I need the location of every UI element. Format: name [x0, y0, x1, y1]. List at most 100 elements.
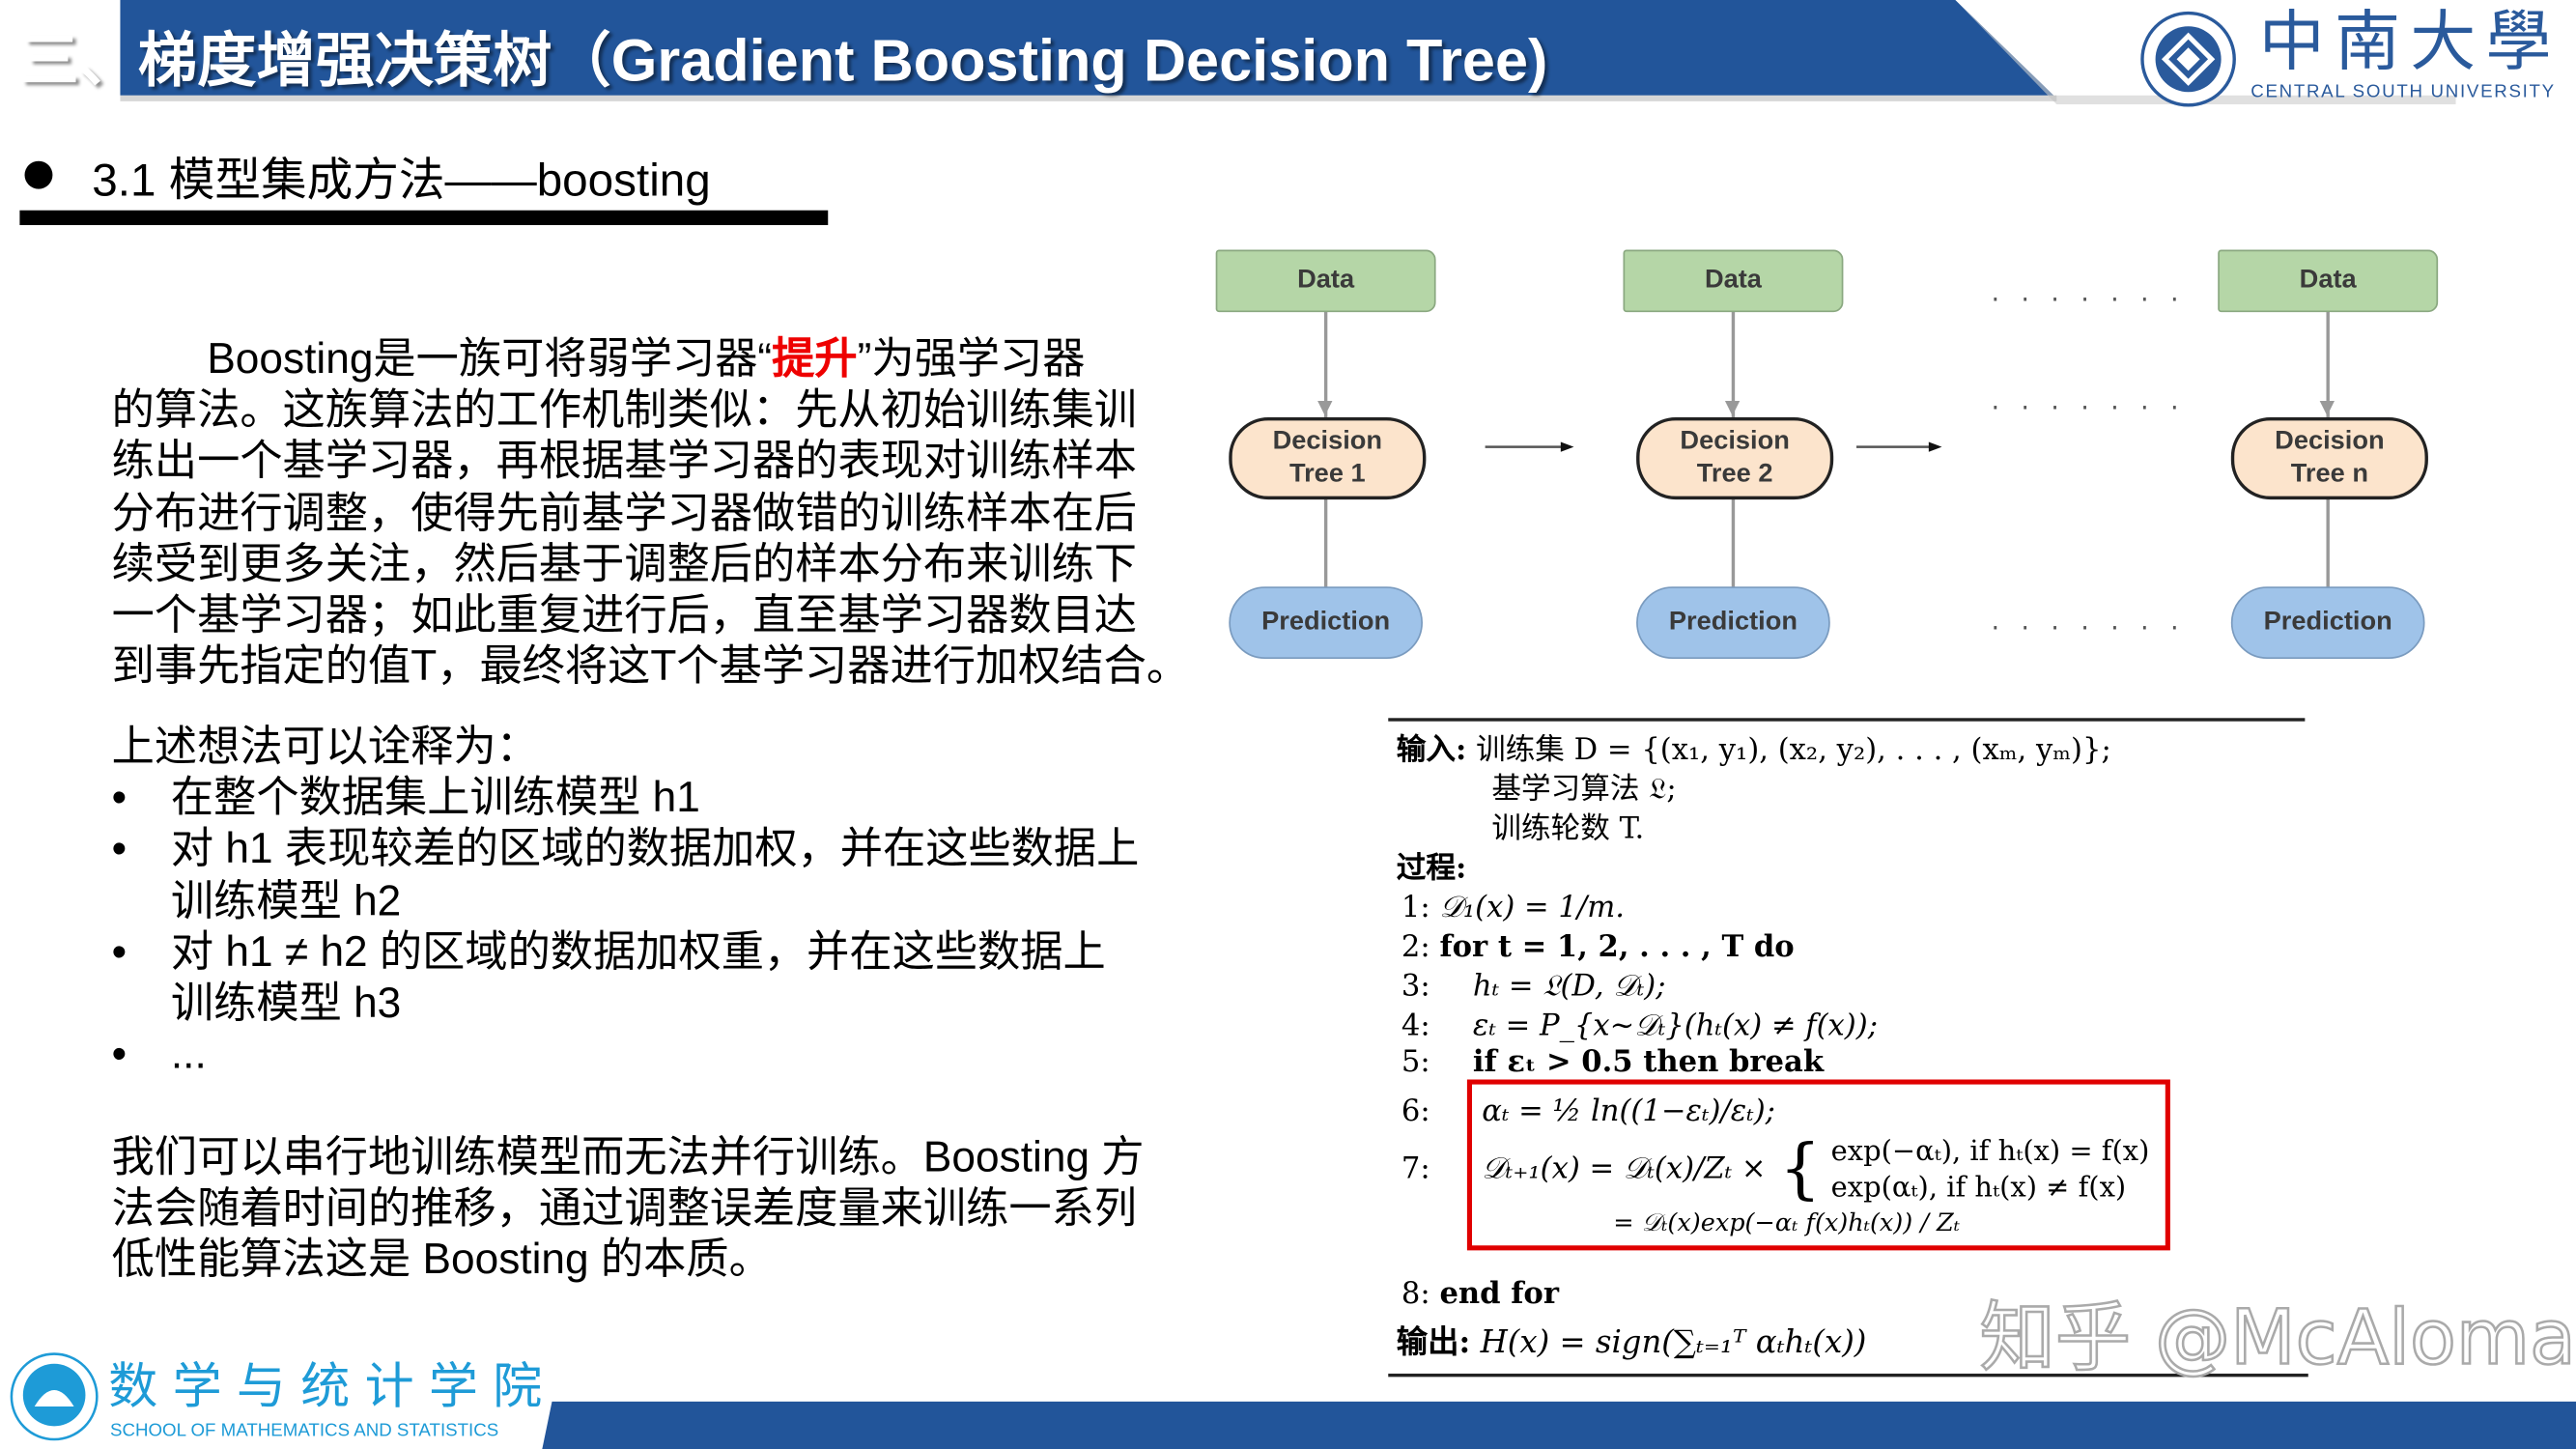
output-formula: H(x) = sign(∑ₜ₌₁ᵀ αₜhₜ(x)): [1480, 1323, 1867, 1361]
conclusion-paragraph: 我们可以串行地训练模型而无法并行训练。Boosting 方 法会随着时间的推移，…: [112, 1132, 1145, 1286]
intro-paragraph: Boosting是一族可将弱学习器“提升”为强学习器 的算法。这族算法的工作机制…: [112, 333, 1189, 693]
intro-line: 续受到更多关注，然后基于调整后的样本分布来训练下: [111, 538, 1138, 588]
step-text: εₜ = P_{x∼𝒟ₜ}(hₜ(x) ≠ f(x));: [1472, 1009, 1879, 1044]
list-item: •...: [112, 1029, 1140, 1080]
input-line: 训练集 D = {(x₁, y₁), (x₂, y₂), . . . , (xₘ…: [1476, 732, 2111, 768]
intro-line: Boosting是一族可将弱学习器“提升”为强学习器: [112, 333, 1189, 384]
step: 3: hₜ = 𝔏(D, 𝒟ₜ);: [1401, 970, 1666, 1006]
node-label: Tree 1: [1288, 460, 1366, 489]
conclusion-line: 我们可以串行地训练模型而无法并行训练。Boosting 方: [111, 1131, 1145, 1181]
process-label: 过程:: [1396, 851, 1467, 886]
conclusion-line: 法会随着时间的推移，通过调整误差度量来训练一系列: [111, 1182, 1138, 1234]
ellipsis: . . . . . . .: [1991, 384, 2186, 416]
diagram-arrows: [1317, 401, 2335, 452]
intro-line: 的算法。这族算法的工作机制类似：先从初始训练集训: [111, 384, 1138, 435]
arrow-right-icon: [1928, 441, 1942, 452]
list-item-text: 训练模型 h2: [170, 874, 402, 924]
section-heading: 3.1 模型集成方法——boosting: [24, 145, 711, 211]
list-item-text: 训练模型 h3: [170, 978, 402, 1028]
arrow-head-icon: [1724, 401, 1741, 416]
case-line: = 𝒟ₜ(x)exp(−αₜ f(x)hₜ(x)) / Zₜ: [1613, 1208, 1961, 1237]
list-item-text: 对 h1 ≠ h2 的区域的数据加权重，并在这些数据上: [170, 925, 1106, 977]
intro-line: 练出一个基学习器，再根据基学习器的表现对训练样本: [111, 436, 1138, 486]
school-name-en: SCHOOL OF MATHEMATICS AND STATISTICS: [109, 1421, 499, 1441]
ellipsis: . . . . . . .: [1991, 275, 2186, 308]
list-item-text: 对 h1 表现较差的区域的数据加权，并在这些数据上: [170, 823, 1140, 873]
bullet-icon: •: [111, 1029, 127, 1079]
step: 𝒟ₜ₊₁(x) = 𝒟ₜ(x)/Zₜ × { exp(−αₜ), if hₜ(x…: [1482, 1134, 2149, 1207]
step-number: 7:: [1401, 1151, 1430, 1187]
case-line: exp(αₜ), if hₜ(x) ≠ f(x): [1830, 1171, 2127, 1205]
step-number: 3:: [1401, 969, 1430, 1005]
footer-bar: [542, 1401, 2576, 1449]
step-text: hₜ = 𝔏(D, 𝒟ₜ);: [1472, 969, 1666, 1005]
data-box: Data: [2218, 249, 2439, 313]
rule-top: [1388, 718, 2306, 722]
intro-line: 到事先指定的值T，最终将这T个基学习器进行加权结合。: [111, 640, 1190, 691]
data-box: Data: [1215, 249, 1436, 313]
step-number: 8:: [1401, 1276, 1430, 1312]
list-item: • 在整个数据集上训练模型 h1: [112, 773, 1140, 824]
step: 5: if εₜ > 0.5 then break: [1401, 1045, 1824, 1081]
node-label: Tree n: [2290, 460, 2368, 489]
list-item-text: 在整个数据集上训练模型 h1: [170, 772, 700, 822]
step: 1: 𝒟₁(x) = 1/m.: [1401, 891, 1625, 926]
school-name-cn: 数学与统计学院: [108, 1358, 557, 1417]
step: 8: end for: [1401, 1277, 1559, 1313]
step: 2: for t = 1, 2, . . . , T do: [1401, 930, 1795, 966]
university-name-en: CENTRAL SOUTH UNIVERSITY: [2250, 82, 2556, 102]
prediction-box: Prediction: [1636, 586, 1830, 660]
data-box: Data: [1623, 249, 1844, 313]
step: 4: εₜ = P_{x∼𝒟ₜ}(hₜ(x) ≠ f(x));: [1401, 1009, 1878, 1044]
arrow-head-icon: [2319, 401, 2335, 416]
emphasis-text: 提升: [772, 333, 858, 384]
node-label: Decision: [2275, 427, 2385, 456]
node-label: Decision: [1272, 427, 1383, 456]
case-line: exp(−αₜ), if hₜ(x) = f(x): [1830, 1135, 2150, 1169]
step-text: 𝒟ₜ₊₁(x) = 𝒟ₜ(x)/Zₜ ×: [1482, 1151, 1767, 1187]
brace: {: [1779, 1131, 1822, 1208]
output-label: 输出:: [1396, 1323, 1471, 1361]
bullet-icon: [24, 160, 53, 189]
step-number: 4:: [1401, 1009, 1430, 1044]
list-item: •对 h1 ≠ h2 的区域的数据加权重，并在这些数据上训练模型 h3: [112, 926, 1140, 1029]
school-logo-icon: [10, 1352, 99, 1441]
intro-text: ”为强学习器: [857, 333, 1086, 384]
input-line: 基学习算法 𝔏;: [1491, 772, 1677, 808]
list-item-text: ...: [170, 1029, 207, 1079]
university-seal-icon: [2140, 11, 2236, 107]
step-number: 5:: [1401, 1044, 1430, 1080]
watermark: 知乎 @McAloma: [1978, 1293, 2576, 1382]
cases: exp(−αₜ), if hₜ(x) = f(x) exp(αₜ), if hₜ…: [1831, 1134, 2150, 1207]
input-label: 输入:: [1396, 732, 1467, 768]
step-number: 2:: [1401, 929, 1430, 965]
prediction-box: Prediction: [1229, 586, 1423, 660]
step-number: 1:: [1401, 890, 1430, 925]
header-bar: [120, 0, 2456, 104]
input-line: 训练轮数 T.: [1491, 811, 1645, 846]
arrow-right-icon: [1560, 441, 1574, 452]
bullet-icon: •: [111, 823, 127, 873]
step-text: end for: [1439, 1276, 1559, 1312]
heading-underline: [19, 210, 829, 226]
step-text: αₜ = ½ ln((1−εₜ)/εₜ);: [1482, 1094, 1775, 1129]
list-item: • 对 h1 表现较差的区域的数据加权，并在这些数据上训练模型 h2: [112, 824, 1140, 926]
highlight-box: αₜ = ½ ln((1−εₜ)/εₜ); 𝒟ₜ₊₁(x) = 𝒟ₜ(x)/Zₜ…: [1466, 1079, 2171, 1251]
list-lead: 上述想法可以诠释为：: [111, 721, 539, 771]
explanation-list: 上述想法可以诠释为： • 在整个数据集上训练模型 h1 • 对 h1 表现较差的区域…: [112, 722, 1140, 1081]
step-number: 6:: [1401, 1094, 1430, 1129]
node-label: Decision: [1680, 427, 1790, 456]
conclusion-line: 低性能算法这是 Boosting 的本质。: [111, 1235, 772, 1285]
section-heading-text: 3.1 模型集成方法——boosting: [92, 154, 711, 206]
intro-line: 分布进行调整，使得先前基学习器做错的训练样本在后: [111, 487, 1138, 537]
rule-bottom: [1388, 1373, 2308, 1378]
bullet-icon: •: [111, 772, 127, 822]
node-label: Tree 2: [1696, 460, 1773, 489]
step-text: for t = 1, 2, . . . , T do: [1439, 929, 1795, 965]
step-text: if εₜ > 0.5 then break: [1472, 1044, 1825, 1080]
prediction-box: Prediction: [2230, 586, 2425, 660]
arrow-head-icon: [1317, 401, 1333, 416]
